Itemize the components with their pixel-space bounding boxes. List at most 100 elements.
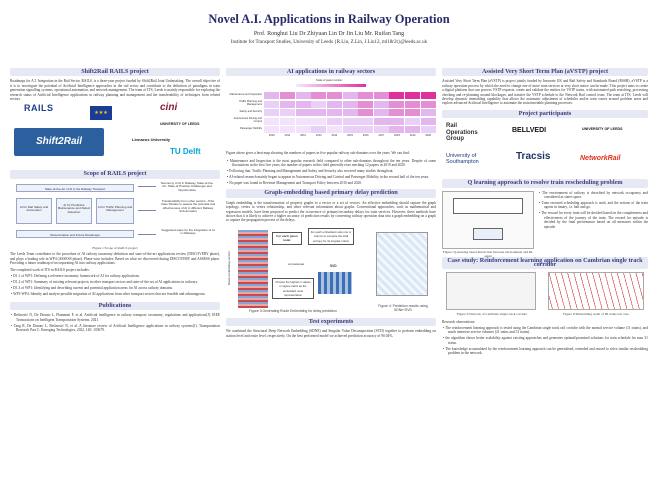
heatmap-cell <box>295 126 311 134</box>
heatmap-cell <box>264 126 280 134</box>
heatmap-cell <box>295 100 311 108</box>
publication-item: • Bešinović N, De Donato L, Flammini F, … <box>11 313 220 322</box>
q-agent-box <box>473 227 503 240</box>
heatmap-year-label: 2014 <box>331 133 338 137</box>
heatmap-cell <box>420 92 436 100</box>
case-figures: Figure 5:Network of Cambrian single trac… <box>442 272 648 320</box>
heatmap-cell <box>373 109 389 117</box>
heatmap-cell <box>358 126 374 134</box>
right-column: Assisted Very Short Term Plan (aVSTP) pr… <box>442 68 648 357</box>
middle-column: AI applications in railway sectors Scale… <box>226 68 436 341</box>
scope-box-maintenance: AI for Predictive Maintenance and Defect… <box>56 197 92 224</box>
s2r-text: Roadmaps for A.I. Integration in the Rai… <box>10 79 220 102</box>
deliverable-item: • D1.1 of WP1: Defining a reference taxo… <box>11 273 140 278</box>
heatmap-cell <box>405 117 421 125</box>
leeds-logo: UNIVERSITY OF LEEDS <box>160 122 200 127</box>
heatmap-year-label: 2011 <box>284 133 291 137</box>
label-concatenate: concatenate <box>288 261 305 266</box>
s2r-section-title: Shift2Rail RAILS project <box>10 68 220 77</box>
heatmap-cell <box>342 117 358 125</box>
publication-item: • Tang R, De Donato L, Bešinović N, et a… <box>11 323 220 333</box>
heatmap-cell <box>279 109 295 117</box>
embedding-ylabel: Route embedding vectors <box>226 250 231 286</box>
label-svd: SVD <box>330 263 337 268</box>
heatmap-cell <box>264 109 280 117</box>
q-bullet: • The environment of railway is describe… <box>539 190 648 200</box>
cini-logo: cini <box>160 102 178 114</box>
heatmap-year-label: 2013 <box>315 133 322 137</box>
embedding-matrix <box>238 229 268 308</box>
vstp-section-title: Assisted Very Short Term Plan (aVSTP) pr… <box>442 68 648 77</box>
heatmap-cell <box>420 117 436 125</box>
heatmap-cell <box>405 92 421 100</box>
leeds-partner-logo: UNIVERSITY OF LEEDS <box>582 127 623 132</box>
heatmap-row-label: Passenger Mobility <box>240 127 262 131</box>
heatmap-row: Safety and Security <box>226 108 436 117</box>
case-caption-2: Figure 6:Timetabling result of 89 trains… <box>563 312 629 317</box>
svd-matrix <box>318 271 352 294</box>
left-column: Shift2Rail RAILS project Roadmaps for A.… <box>10 68 220 334</box>
rails-logo: RAILS <box>24 103 54 114</box>
heatmap-year-label: 2016 <box>362 133 369 137</box>
result-heatmap <box>376 231 428 296</box>
ai-section-title: AI applications in railway sectors <box>226 68 436 77</box>
scope-arrow <box>138 185 156 187</box>
heatmap-year-label: 2015 <box>347 133 353 137</box>
heatmap-cell <box>264 100 280 108</box>
scope-caption: Figure 1:Scope of RAILS project <box>92 245 138 250</box>
heatmap-cell <box>342 126 358 134</box>
heatmap-cell <box>389 100 405 108</box>
heatmap-cell <box>264 92 280 100</box>
heatmap-cell <box>279 126 295 134</box>
heatmap-cell <box>358 100 374 108</box>
authors: Prof. Ronghui Liu Dr Zhiyuan Lin Dr Jin … <box>253 31 405 37</box>
heatmap-year-label: 2012 <box>300 133 306 137</box>
heatmap-row: Maintenance and Inspection <box>226 91 436 100</box>
heatmap-legend-bar <box>296 84 366 88</box>
heatmap-year-label: 2010 <box>268 133 275 137</box>
heatmap-cell <box>373 100 389 108</box>
graph-text: Graph embedding is the transformation of… <box>226 200 436 223</box>
deliverable-item: • D1.2 of WP1: Summary of existing relev… <box>11 279 199 284</box>
heatmap-cell <box>373 117 389 125</box>
institute: Institute for Transport Studies, Univers… <box>230 40 428 45</box>
ai-bullet: • AI-related research mainly began to ap… <box>227 175 430 180</box>
heatmap-cell <box>358 92 374 100</box>
test-section-title: Test experiments <box>226 317 436 327</box>
deliverable-item: • D1.3 of WP1: Identifying and describin… <box>11 285 173 290</box>
heatmap-cell <box>389 126 405 134</box>
scope-bottom-box: Dissemination and Future Roadmaps <box>16 229 134 238</box>
heatmap-cell <box>342 100 358 108</box>
heatmap-year-label: 2017 <box>378 133 385 137</box>
obs-item: • The reinforcement learning approach is… <box>443 325 648 335</box>
q-bullet: • Train rerouted scheduling approach is … <box>539 200 648 210</box>
heatmap-cell <box>373 92 389 100</box>
test-text: We combined the Structural Deep Network … <box>226 329 436 338</box>
case-caption-1: Figure 5:Network of Cambrian single trac… <box>456 312 528 317</box>
southampton-logo: University of Southampton <box>446 153 479 166</box>
heatmap-cell <box>311 92 327 100</box>
scope-top-note: Taxonomy of AI in Railway, State-of-the-… <box>160 180 214 192</box>
heatmap-cell <box>358 109 374 117</box>
heatmap-year-label: 2020 <box>425 133 432 137</box>
deliverable-item: • WP3-WP4: Identify and analyse possible… <box>11 291 206 296</box>
heatmap-cell <box>295 117 311 125</box>
heatmap-row: Autonomous Driving and Control <box>226 117 436 126</box>
heatmap-cell <box>326 92 342 100</box>
heatmap-year-label: 2018 <box>394 133 400 137</box>
scope-box-traffic: AI for Traffic Planning and Management <box>96 197 134 224</box>
heatmap-cell <box>311 117 327 125</box>
label-each-node: For each given node: <box>272 231 302 245</box>
heatmap-cell <box>389 117 405 125</box>
poster-title: Novel A.I. Applications in Railway Opera… <box>208 12 450 26</box>
heatmap-cell <box>311 109 327 117</box>
scope-figure: State-of-the-Art of AI in the Railway Tr… <box>10 180 220 246</box>
heatmap-cell <box>326 109 342 117</box>
tracsis-logo: Tracsis <box>516 151 551 163</box>
obs-title: Research observations: <box>442 320 476 325</box>
heatmap-cell <box>420 126 436 134</box>
heatmap-legend-label: Scale of paper number <box>316 79 343 83</box>
scope-box-safety: AI for Rail Safety and Automation <box>16 197 52 224</box>
timetable-plot <box>548 272 644 311</box>
